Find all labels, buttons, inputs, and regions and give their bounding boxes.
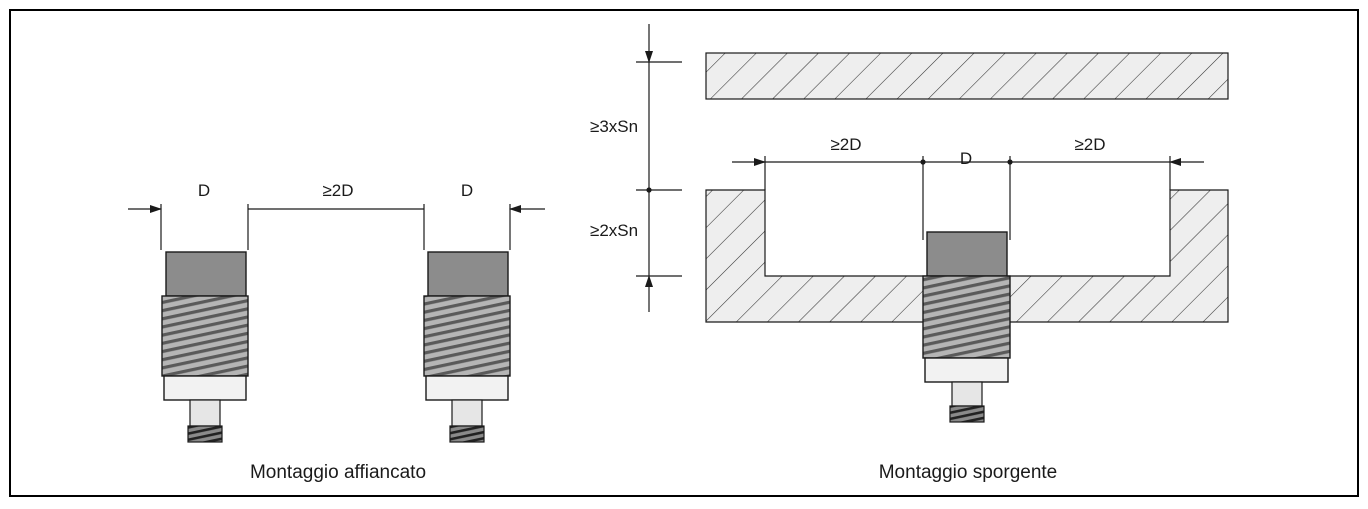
sensor-connector <box>949 405 985 423</box>
sensor-cap <box>165 251 247 297</box>
dim-label-protrusion: ≥2xSn <box>590 221 638 240</box>
dimension-dot-right <box>1007 159 1013 165</box>
sensor-thread <box>423 295 511 377</box>
sensor-connector <box>449 425 485 443</box>
dimension-dot-mid <box>646 187 652 193</box>
sensor-cap <box>926 231 1008 277</box>
dim-label-left-clearance: ≥2D <box>830 135 861 154</box>
horizontal-dimension <box>732 156 1204 240</box>
dim-label-d-left: D <box>198 181 210 200</box>
protruding-mounting: ≥3xSn ≥2xSn ≥2D D ≥2D Montaggio sporgent… <box>590 24 1229 483</box>
sensor-neck <box>951 381 983 407</box>
sensor-ring <box>163 375 247 401</box>
sensor-neck <box>451 399 483 427</box>
sensor-cap <box>427 251 509 297</box>
top-plate <box>705 52 1229 100</box>
sensor-right <box>423 251 511 443</box>
dim-label-gap: ≥2D <box>322 181 353 200</box>
dim-label-top-gap: ≥3xSn <box>590 117 638 136</box>
sensor-protruding <box>922 231 1011 423</box>
dim-label-d-right: D <box>461 181 473 200</box>
sensor-thread <box>922 275 1011 359</box>
sensor-left <box>161 251 249 443</box>
dim-label-right-clearance: ≥2D <box>1074 135 1105 154</box>
vertical-dimension <box>636 24 682 312</box>
caption-side-by-side: Montaggio affiancato <box>250 462 426 483</box>
dim-label-d: D <box>960 149 972 168</box>
sensor-thread <box>161 295 249 377</box>
sensor-ring <box>425 375 509 401</box>
side-by-side-mounting: D ≥2D D Montaggio affiancato <box>128 181 545 483</box>
sensor-ring <box>924 357 1009 383</box>
caption-protruding: Montaggio sporgente <box>879 462 1058 483</box>
sensor-neck <box>189 399 221 427</box>
sensor-connector <box>187 425 223 443</box>
dimension-dot-left <box>920 159 926 165</box>
